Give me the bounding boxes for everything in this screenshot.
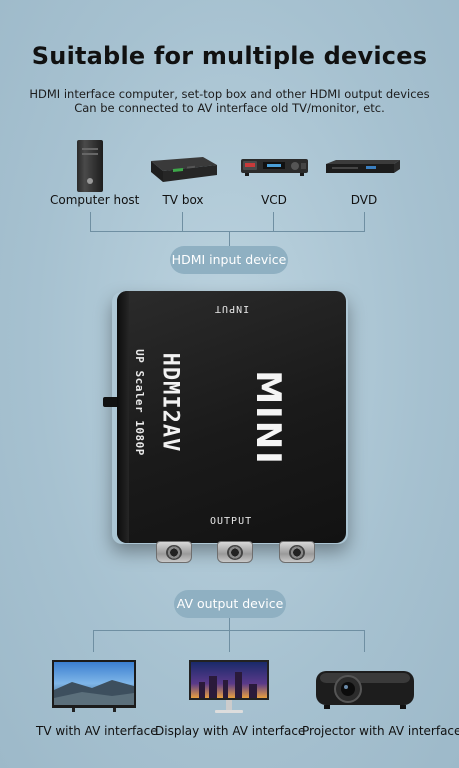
rca-jack-center [217,541,253,563]
subtitle-line-2: Can be connected to AV interface old TV/… [74,101,385,115]
connector-line [364,630,365,652]
device-label-computer: Computer host [50,193,140,207]
device-label-projector: Projector with AV interface [302,724,459,738]
vcd-player-icon [241,159,308,176]
connector-line [229,231,230,246]
adapter-body [117,291,346,543]
dvd-player-icon [326,160,400,173]
av-output-pill: AV output device [174,590,286,618]
subtitle-line-1: HDMI interface computer, set-top box and… [29,87,430,101]
television-icon [52,660,136,712]
device-label-dvd: DVD [350,193,378,207]
connector-line [90,212,91,231]
adapter-input-label: INPUT [214,303,250,314]
connector-line [90,231,365,232]
adapter-switch [103,397,117,407]
adapter-side [117,291,129,543]
adapter-tagline: UP Scaler 1080P [132,349,146,456]
adapter-output-label: OUTPUT [210,516,253,527]
hdmi-input-pill: HDMI input device [170,246,288,274]
connector-line [229,630,230,652]
monitor-icon [189,660,269,713]
device-label-tv-box: TV box [162,193,204,207]
rca-jack-left [156,541,192,563]
rca-jack-right [279,541,315,563]
connector-line [229,618,230,630]
computer-tower-icon [77,140,103,192]
connector-line [273,212,274,231]
connector-line [93,630,94,652]
page-title: Suitable for multiple devices [31,42,428,70]
device-label-tv: TV with AV interface [36,724,158,738]
connector-line [364,212,365,231]
set-top-box-icon [151,157,217,182]
projector-icon [316,671,414,709]
adapter-brand: HDMI2AV [157,352,183,453]
subtitle: HDMI interface computer, set-top box and… [0,87,459,115]
device-label-display: Display with AV interface [155,724,306,738]
device-label-vcd: VCD [261,193,287,207]
adapter-model: MINI [247,370,288,466]
connector-line [182,212,183,231]
